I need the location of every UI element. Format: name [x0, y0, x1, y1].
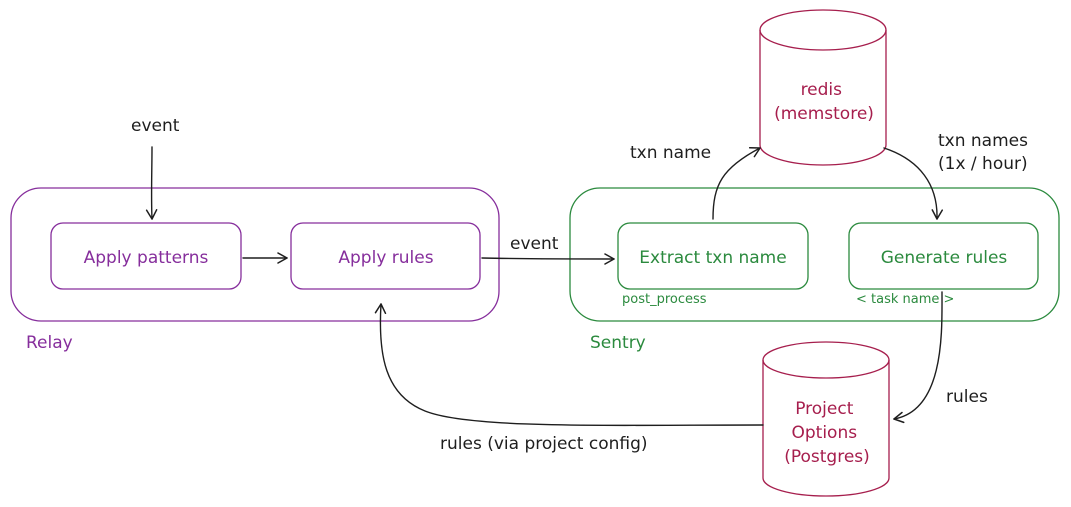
- apply-patterns-box: [50, 222, 242, 290]
- project-options-label-line-2: Options: [792, 423, 858, 443]
- apply-patterns-label: Apply patterns: [84, 248, 209, 268]
- arrow-generate-to-options: [893, 291, 943, 424]
- apply-rules-box: [290, 222, 481, 290]
- project-options-label-line-3: (Postgres): [784, 447, 870, 467]
- redis-label-line-2: (memstore): [774, 104, 874, 124]
- generate-rules-label: Generate rules: [881, 248, 1008, 268]
- arrow-extract-to-redis: [712, 147, 761, 220]
- apply-rules-label: Apply rules: [338, 248, 433, 268]
- project-options-label: Project Options (Postgres): [784, 399, 870, 467]
- rules-via-project-config-label: rules (via project config): [440, 434, 648, 454]
- relay-group-box: [10, 187, 500, 322]
- redis-label-line-1: redis: [801, 80, 843, 100]
- arrow-relay-to-sentry: [481, 253, 615, 265]
- extract-txn-name-sublabel: post_process: [622, 292, 707, 307]
- extract-txn-name-box: [617, 222, 809, 290]
- redis-cylinder: [759, 9, 887, 166]
- txn-names-label: txn names (1x / hour): [938, 131, 1033, 174]
- redis-label: redis (memstore): [774, 80, 874, 124]
- project-options-cylinder: [762, 341, 890, 497]
- generate-rules-box: [848, 222, 1039, 290]
- arrow-options-to-relay: [374, 303, 764, 427]
- generate-rules-sublabel: < task name >: [856, 292, 954, 307]
- txn-names-label-line-2: (1x / hour): [938, 154, 1028, 174]
- relay-group-label: Relay: [26, 333, 73, 353]
- sentry-group-box: [569, 187, 1060, 322]
- project-options-label-line-1: Project: [795, 399, 853, 419]
- incoming-event-label: event: [131, 116, 180, 136]
- txn-name-label: txn name: [630, 143, 711, 163]
- sentry-group-label: Sentry: [590, 333, 646, 353]
- relay-to-sentry-event-label: event: [510, 234, 559, 254]
- arrow-redis-to-generate: [883, 147, 944, 220]
- rules-label: rules: [946, 387, 988, 407]
- txn-names-label-line-1: txn names: [938, 131, 1028, 151]
- extract-txn-name-label: Extract txn name: [639, 248, 786, 268]
